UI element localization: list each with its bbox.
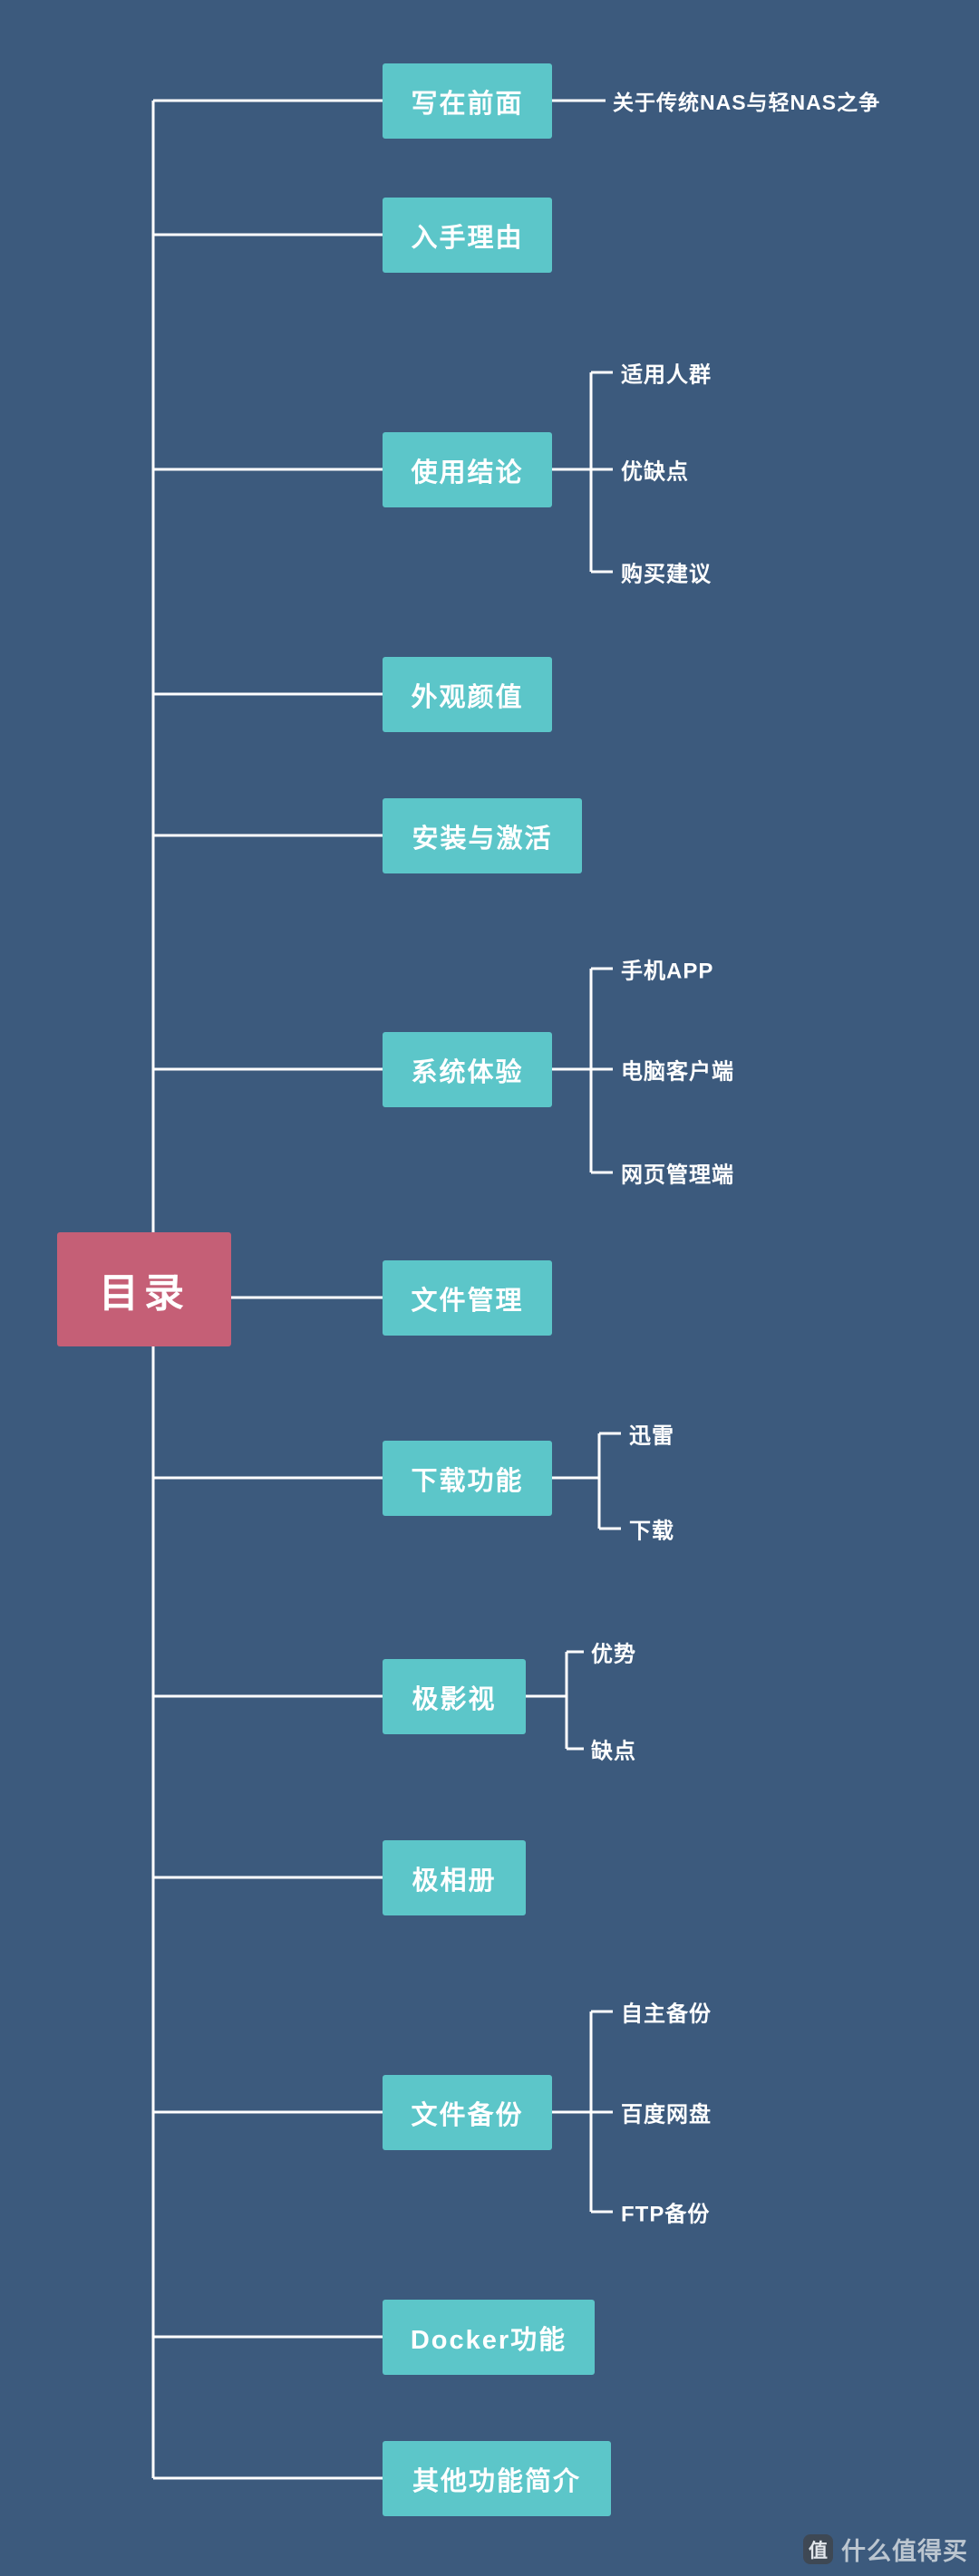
watermark: 值 什么值得买 bbox=[803, 2532, 968, 2567]
subnode-pros-cons: 优缺点 bbox=[621, 459, 689, 485]
subnode-target-users: 适用人群 bbox=[621, 362, 712, 388]
node-photo-album: 极相册 bbox=[383, 1840, 526, 1915]
smzdm-logo-icon: 值 bbox=[803, 2534, 833, 2564]
subnode-buying-advice: 购买建议 bbox=[621, 562, 712, 587]
subnode-self-backup: 自主备份 bbox=[621, 2002, 712, 2027]
node-install-activate: 安装与激活 bbox=[383, 798, 582, 873]
node-movie-app: 极影视 bbox=[383, 1659, 526, 1734]
subnode-download: 下载 bbox=[629, 1519, 674, 1544]
subnode-pc-client: 电脑客户端 bbox=[621, 1059, 734, 1085]
subnode-mobile-app: 手机APP bbox=[621, 959, 714, 984]
subnode-advantages: 优势 bbox=[591, 1642, 636, 1667]
node-other-features: 其他功能简介 bbox=[383, 2441, 611, 2516]
subbranch-lines bbox=[526, 99, 621, 2214]
subnode-baidu-netdisk: 百度网盘 bbox=[621, 2102, 712, 2127]
node-file-management: 文件管理 bbox=[383, 1260, 552, 1336]
node-download-feature: 下载功能 bbox=[383, 1441, 552, 1516]
watermark-label: 什么值得买 bbox=[841, 2538, 968, 2565]
node-purchase-reason: 入手理由 bbox=[383, 198, 552, 273]
subnode-disadvantages: 缺点 bbox=[591, 1739, 636, 1764]
subnode-web-admin: 网页管理端 bbox=[621, 1163, 734, 1188]
node-system-experience: 系统体验 bbox=[383, 1032, 552, 1107]
node-appearance: 外观颜值 bbox=[383, 657, 552, 732]
node-preface: 写在前面 bbox=[383, 63, 552, 139]
subnode-ftp-backup: FTP备份 bbox=[621, 2202, 711, 2227]
root-node-toc: 目录 bbox=[57, 1232, 231, 1346]
subnode-xunlei: 迅雷 bbox=[629, 1423, 674, 1449]
subnode-nas-debate: 关于传统NAS与轻NAS之争 bbox=[613, 91, 881, 114]
node-usage-conclusion: 使用结论 bbox=[383, 432, 552, 507]
node-file-backup: 文件备份 bbox=[383, 2075, 552, 2150]
node-docker: Docker功能 bbox=[383, 2300, 595, 2375]
